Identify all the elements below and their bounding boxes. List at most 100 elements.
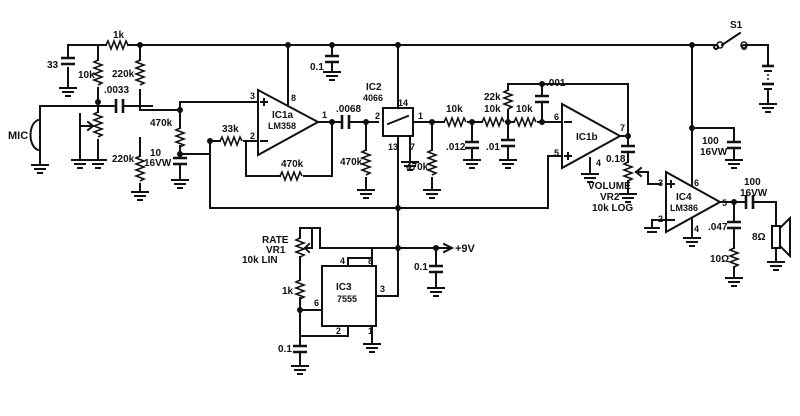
fb-net-wire: [507, 83, 629, 137]
ic1b-name: IC1b: [576, 132, 598, 143]
speaker-icon: [767, 201, 791, 271]
node-ic1a-vcc: [285, 42, 291, 48]
c01-mid-cap: [429, 264, 443, 274]
ic2-switch: [382, 107, 414, 137]
ground-mic-trim: [71, 159, 89, 169]
node-33k: [207, 138, 213, 144]
vr2-pot: [621, 161, 635, 182]
battery-icon: [759, 57, 777, 113]
s1-contact-b: [740, 41, 748, 49]
c100a-cap: [727, 140, 741, 150]
r10k-bias: [91, 59, 105, 86]
c012-label: .012: [446, 142, 466, 153]
ic3-pin4: 4: [340, 256, 345, 266]
c012-cap: [465, 140, 479, 150]
c01-top-label: 0.1: [310, 62, 324, 73]
ground-c01-top: [323, 71, 341, 81]
r10k-3: [513, 115, 537, 129]
r10ohm-label: 10Ω: [710, 254, 729, 265]
r33k: [219, 134, 243, 148]
ic1b-opamp: [561, 102, 623, 170]
r470k-fb-label: 470k: [281, 159, 304, 170]
rate-label-1: RATE: [262, 235, 289, 246]
r10k-2-label: 10k: [484, 104, 501, 115]
r470k-a-label: 470k: [150, 118, 173, 129]
c0033-label: .0033: [104, 85, 129, 96]
c100a-label-b: 16VW: [700, 147, 728, 158]
c100b-label: 100: [744, 177, 761, 188]
ic1a-part: LM358: [268, 121, 296, 131]
ic1a-plus: [260, 98, 268, 106]
r10ohm-gnd: [725, 266, 743, 287]
s1-label: S1: [730, 20, 743, 31]
r10k-1: [443, 115, 467, 129]
c001-label: .001: [546, 78, 566, 89]
c100a-label: 100: [702, 136, 719, 147]
ic2-name: IC2: [366, 82, 382, 93]
ic2-pin14: 14: [398, 98, 408, 108]
ground-trim2: [89, 149, 107, 169]
rate-label-2: VR1: [266, 245, 286, 256]
c0068-cap: [340, 115, 351, 129]
r470k-b: [359, 149, 373, 176]
ic1b-pin7: 7: [620, 123, 625, 133]
node-bias: [177, 107, 183, 113]
ic4-pin6: 6: [694, 178, 699, 188]
ic2-part: 4066: [363, 93, 383, 103]
c0068-label: .0068: [336, 104, 361, 115]
r220k-top: [133, 59, 147, 86]
ic1a-pin3: 3: [250, 91, 255, 101]
c001-cap: [535, 94, 549, 104]
c10-label: 10: [150, 148, 162, 159]
ic1a-pin8: 8: [291, 93, 296, 103]
c01-bot-cap: [293, 344, 307, 354]
c01-cap: [501, 138, 515, 148]
ground-c012: [463, 159, 481, 169]
ic2-pin2: 2: [375, 111, 380, 121]
c01-label: .01: [486, 142, 500, 153]
c018-cap: [621, 144, 635, 154]
r33k-label: 33k: [222, 124, 239, 135]
ic2-gnd: [401, 135, 419, 171]
ic3-pin3: 3: [380, 284, 385, 294]
node-c001: [539, 119, 545, 125]
supply-label: +9V: [455, 243, 476, 255]
r220k-bot-label: 220k: [112, 154, 135, 165]
ground-c33: [59, 87, 77, 97]
s1-contact-a: [716, 41, 724, 49]
ic3-pin-wires: [299, 247, 373, 337]
mic-trim-arrow: [79, 120, 95, 132]
volume-label-1: VOLUME: [588, 181, 631, 192]
ground-c01: [499, 159, 517, 169]
bias-feed-wire: [209, 155, 563, 209]
c018-label: 0.18: [606, 154, 626, 165]
switch-s1: [713, 31, 769, 59]
microphone-icon: [29, 105, 99, 174]
ic4-pin4: 4: [694, 224, 699, 234]
r22k-label: 22k: [484, 92, 501, 103]
ic4-name: IC4: [676, 192, 692, 203]
ic4-plus: [667, 180, 675, 188]
r10k-bias-label: 10k: [78, 70, 95, 81]
ic3-pin2: 2: [336, 326, 341, 336]
supply-arrow: [442, 242, 455, 254]
ic2-pin1: 1: [418, 111, 423, 121]
ic1a-name: IC1a: [272, 110, 294, 121]
ic1b-pin4: 4: [596, 158, 601, 168]
ic1b-plus: [564, 152, 572, 160]
ic1b-pin6: 6: [554, 112, 559, 122]
ground-c100a: [725, 159, 743, 169]
c100b-cap: [744, 195, 755, 209]
ic1a-pin2: 2: [250, 131, 255, 141]
r10k-1-label: 10k: [446, 104, 463, 115]
c047-label: .047: [708, 222, 728, 233]
ground-470k-b: [357, 189, 375, 199]
c100a-wire: [691, 127, 735, 161]
r1k-b: [293, 279, 307, 300]
ic2-pin7: 7: [410, 142, 415, 152]
ic3-pin1: 1: [368, 326, 373, 336]
ic3-gnd: [363, 325, 381, 353]
ground-c01-mid: [427, 287, 445, 297]
r1k-b-label: 1k: [282, 286, 294, 297]
node-ic2-vcc: [395, 42, 401, 48]
